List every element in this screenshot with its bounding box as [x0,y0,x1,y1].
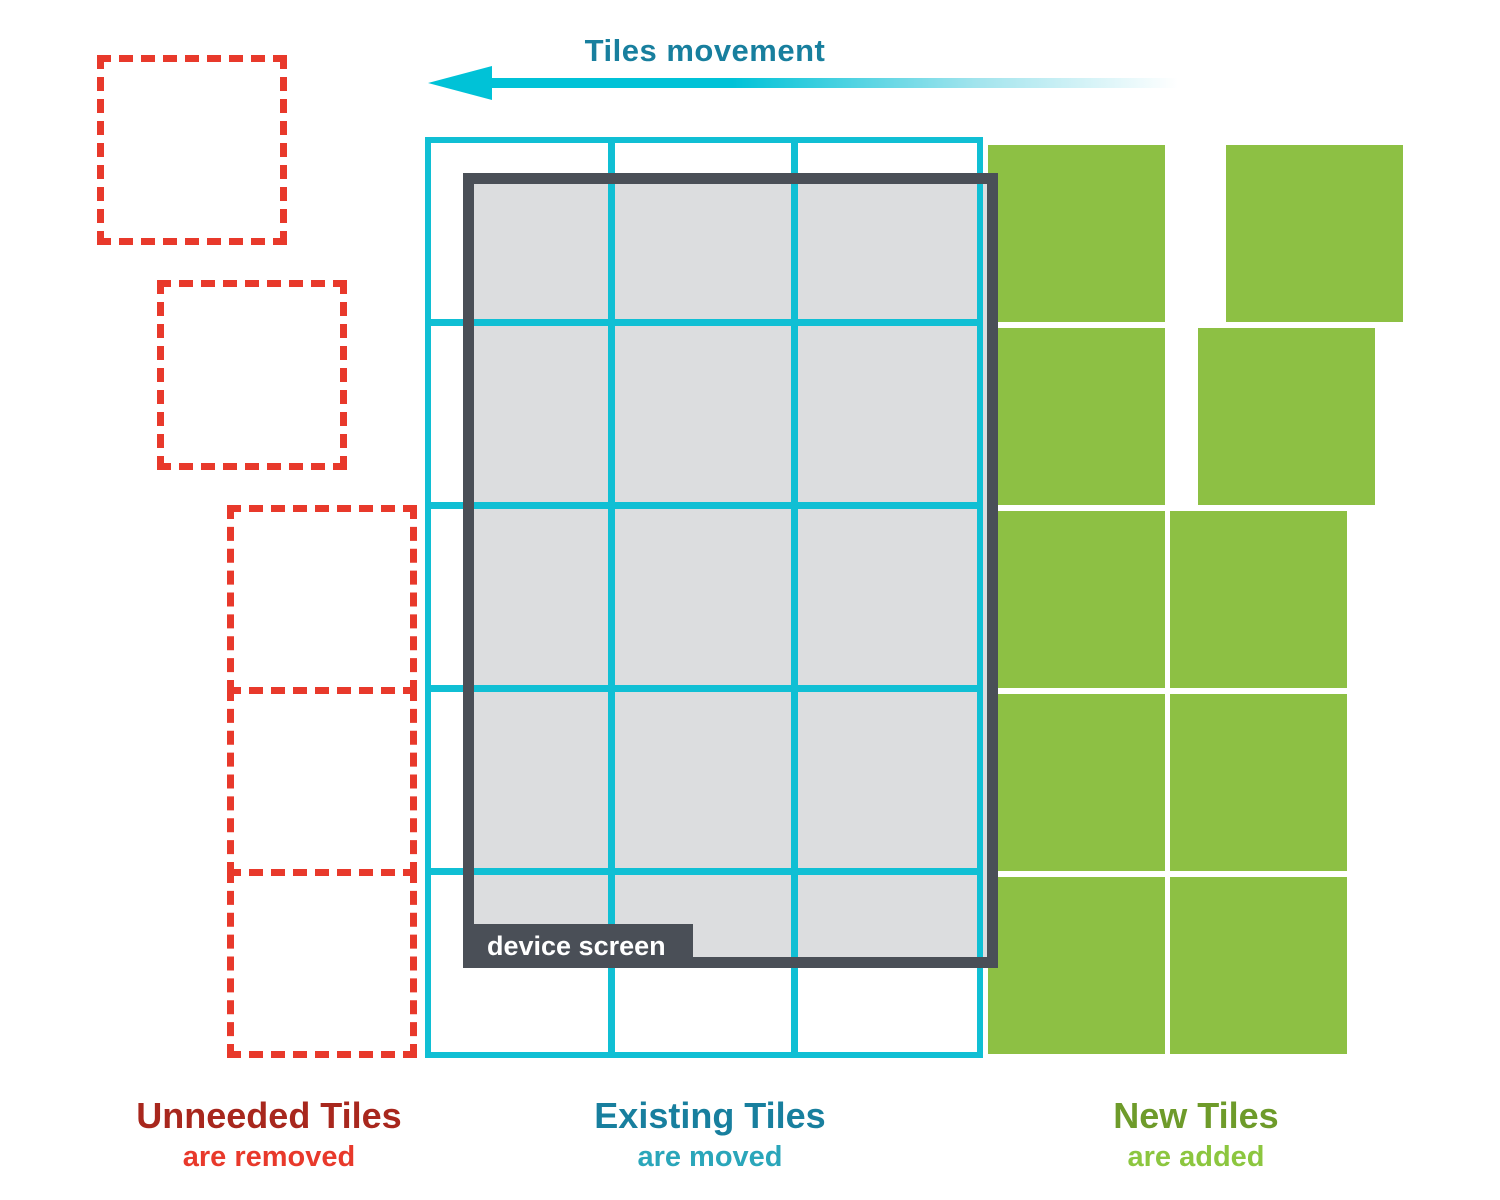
new-tile [1170,511,1347,688]
existing-tiles-grid [425,137,983,1058]
new-tile [988,877,1165,1054]
tiles-movement-label: Tiles movement [584,33,826,68]
legend-existing-title: Existing Tiles [594,1095,826,1136]
legend-unneeded-subtitle: are removed [182,1141,356,1174]
legend-existing-tiles: Existing Tiles are moved [500,1094,920,1175]
new-tile [1198,328,1375,505]
unneeded-tile [227,869,417,1058]
tiles-movement-arrow-shaft [488,78,1185,88]
new-tile [988,694,1165,871]
arrow-left-icon [428,66,492,100]
unneeded-tile [157,280,347,470]
device-screen-label: device screen [463,924,693,968]
unneeded-tile [227,687,417,876]
unneeded-tile [227,505,417,694]
new-tile [988,145,1165,322]
grid-line-horizontal [431,502,977,509]
grid-line-horizontal [431,319,977,326]
new-tile [988,511,1165,688]
legend-unneeded-tiles: Unneeded Tiles are removed [59,1094,479,1175]
grid-line-horizontal [431,868,977,875]
device-screen-frame [463,173,998,968]
unneeded-tile [97,55,287,245]
legend-new-title: New Tiles [1113,1095,1279,1136]
new-tile [1170,877,1347,1054]
grid-line-vertical [791,143,798,1052]
grid-line-horizontal [431,685,977,692]
legend-new-subtitle: are added [1127,1141,1265,1174]
new-tile [1226,145,1403,322]
legend-new-tiles: New Tiles are added [986,1094,1406,1175]
legend-unneeded-title: Unneeded Tiles [136,1095,402,1136]
device-screen-area [463,173,998,968]
grid-line-vertical [608,143,615,1052]
legend-existing-subtitle: are moved [637,1141,783,1174]
new-tile [1170,694,1347,871]
new-tile [988,328,1165,505]
